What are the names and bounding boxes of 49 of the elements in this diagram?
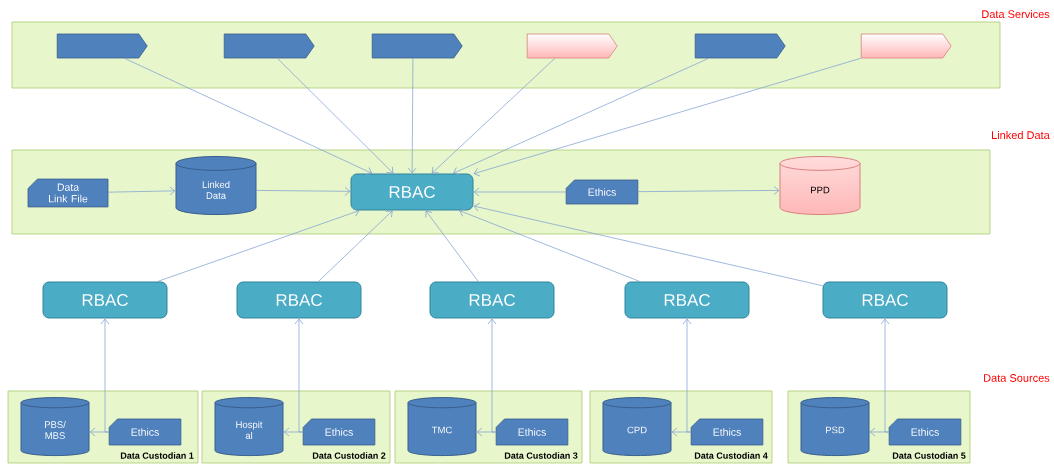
arrow xyxy=(277,58,394,174)
arrow xyxy=(256,186,351,196)
tag-shape xyxy=(56,33,148,59)
rbac-box: RBAC xyxy=(429,281,555,319)
tag-shape xyxy=(526,33,618,59)
document-card: Data Link File xyxy=(27,178,109,208)
arrow xyxy=(473,202,823,287)
rbac-box: RBAC xyxy=(624,281,750,319)
arrow xyxy=(682,318,692,433)
tag-shape xyxy=(694,33,786,59)
arrow xyxy=(473,57,862,177)
arrow xyxy=(459,208,641,282)
document-card: Ethics xyxy=(565,179,639,205)
tag-shape xyxy=(223,33,315,59)
arrow xyxy=(407,58,417,174)
arrow xyxy=(294,318,304,433)
arrow xyxy=(880,318,890,433)
arrow xyxy=(473,187,567,197)
rbac-box: RBAC xyxy=(236,281,362,319)
rbac-box: RBAC xyxy=(822,281,948,319)
database-cylinder: PBS/ MBS xyxy=(20,397,90,457)
database-cylinder: PPD xyxy=(779,156,861,216)
arrow xyxy=(124,58,373,176)
section-title: Data Services xyxy=(982,9,1050,19)
database-cylinder: Hospit al xyxy=(214,397,284,457)
section-title: Linked Data xyxy=(992,130,1050,140)
document-card: Ethics xyxy=(302,418,376,446)
document-card: Ethics xyxy=(495,418,569,446)
document-card: Ethics xyxy=(690,418,764,446)
arrow xyxy=(431,58,556,174)
arrow xyxy=(100,318,110,433)
tag-shape xyxy=(371,33,463,59)
arrow xyxy=(425,210,479,282)
rbac-box: RBAC xyxy=(42,281,168,319)
section-title: Data Sources xyxy=(984,374,1050,382)
database-cylinder: Linked Data xyxy=(175,156,257,216)
database-cylinder: TMC xyxy=(407,397,477,457)
tag-shape xyxy=(860,33,952,59)
arrow xyxy=(453,58,709,176)
database-cylinder: CPD xyxy=(602,397,672,457)
document-card: Ethics xyxy=(108,418,182,446)
arrow xyxy=(487,318,497,433)
document-card: Ethics xyxy=(888,418,962,446)
rbac-box: RBAC xyxy=(350,173,474,211)
arrow xyxy=(637,186,780,195)
database-cylinder: PSD xyxy=(800,397,870,457)
arrow xyxy=(318,210,393,282)
arrow xyxy=(108,186,176,196)
arrow xyxy=(157,208,360,282)
